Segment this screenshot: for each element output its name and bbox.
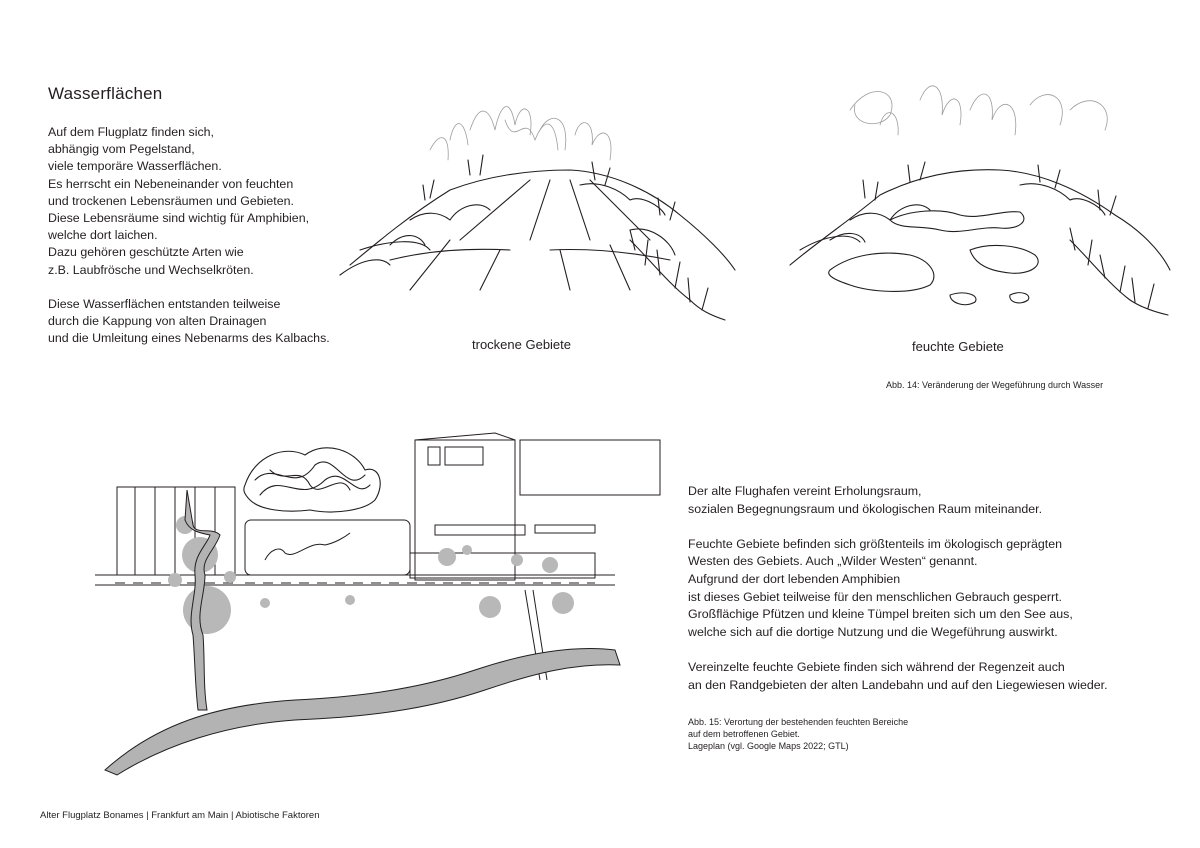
- intro-line: durch die Kappung von alten Drainagen: [48, 314, 267, 329]
- intro-line: Diese Lebensräume sind wichtig für Amphi…: [48, 211, 310, 226]
- site-plan: [95, 432, 661, 776]
- description-line: Der alte Flughafen vereint Erholungsraum…: [688, 484, 922, 498]
- description-text: Der alte Flughafen vereint Erholungsraum…: [688, 483, 1188, 694]
- intro-line: z.B. Laubfrösche und Wechselkröten.: [48, 262, 254, 277]
- intro-line: welche dort laichen.: [48, 228, 158, 243]
- figure-14-caption: Abb. 14: Veränderung der Wegeführung dur…: [886, 380, 1104, 390]
- intro-line: Dazu gehören geschützte Arten wie: [48, 245, 244, 260]
- description-line: Westen des Gebiets. Auch „Wilder Westen“…: [688, 554, 978, 569]
- intro-line: Auf dem Flugplatz finden sich,: [48, 125, 214, 139]
- intro-line: abhängig vom Pegelstand,: [48, 142, 195, 157]
- dry-areas-label: trockene Gebiete: [472, 337, 572, 352]
- description-line: sozialen Begegnungsraum und ökologischen…: [688, 501, 1043, 516]
- description-line: ist dieses Gebiet teilweise für den mens…: [688, 589, 1062, 604]
- figure-15-caption: Abb. 15: Verortung der bestehenden feuch…: [688, 716, 908, 752]
- intro-line: und trockenen Lebensräumen und Gebieten.: [48, 193, 294, 208]
- caption-line: auf dem betroffenen Gebiet.: [688, 729, 800, 739]
- page-footer: Alter Flugplatz Bonames | Frankfurt am M…: [40, 810, 320, 821]
- description-line: Aufgrund der dort lebenden Amphibien: [688, 571, 901, 586]
- caption-line: Abb. 15: Verortung der bestehenden feuch…: [688, 717, 909, 727]
- intro-text: Auf dem Flugplatz finden sich, abhängig …: [48, 124, 378, 347]
- wet-areas-label: feuchte Gebiete: [912, 339, 1004, 354]
- wet-path-sketch: [789, 85, 1171, 316]
- page-title: Wasserflächen: [48, 84, 163, 103]
- description-line: welche sich auf die dortige Nutzung und …: [688, 624, 1058, 639]
- caption-line: Lageplan (vgl. Google Maps 2022; GTL): [688, 741, 849, 751]
- intro-line: viele temporäre Wasserflächen.: [48, 159, 222, 174]
- description-line: Großflächige Pfützen und kleine Tümpel b…: [688, 607, 1073, 622]
- intro-line: und die Umleitung eines Nebenarms des Ka…: [48, 331, 330, 346]
- dry-path-sketch: [339, 106, 736, 321]
- intro-line: Es herrscht ein Nebeneinander von feucht…: [48, 176, 294, 191]
- intro-line: Diese Wasserflächen entstanden teilweise: [48, 296, 281, 311]
- description-line: an den Randgebieten der alten Landebahn …: [688, 677, 1108, 692]
- description-line: Vereinzelte feuchte Gebiete finden sich …: [688, 659, 1065, 674]
- description-line: Feuchte Gebiete befinden sich größtentei…: [688, 536, 1063, 551]
